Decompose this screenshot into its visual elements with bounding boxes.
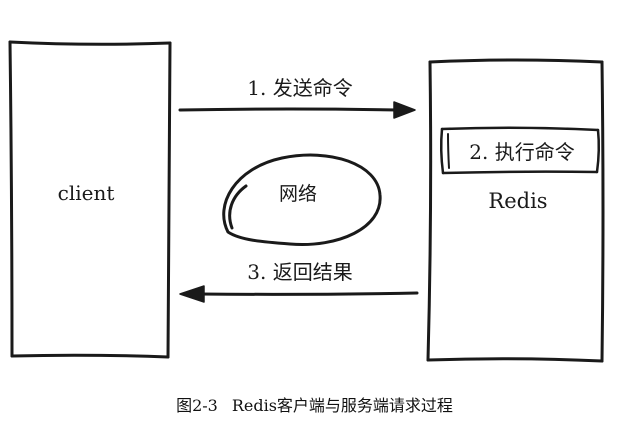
redis-label: Redis <box>488 189 547 213</box>
send-command-arrow <box>178 101 416 119</box>
figure-caption: 图2-3 Redis客户端与服务端请求过程 <box>0 392 629 416</box>
send-command-label: 1. 发送命令 <box>247 76 352 100</box>
request-flow-diagram: client 2. 执行命令 Redis 1. 发送命令 网络 3. 返回结果 <box>8 40 605 363</box>
redis-box <box>426 58 605 363</box>
execute-command-label: 2. 执行命令 <box>469 140 574 164</box>
return-result-label: 3. 返回结果 <box>247 260 352 284</box>
network-label: 网络 <box>279 183 317 205</box>
figure-title: Redis客户端与服务端请求过程 <box>231 396 453 415</box>
client-box <box>8 40 172 359</box>
return-result-arrow <box>179 285 419 303</box>
execute-command-box <box>439 126 601 175</box>
figure-number: 图2-3 <box>176 396 218 415</box>
network-cloud <box>222 153 382 247</box>
client-label: client <box>58 181 115 205</box>
